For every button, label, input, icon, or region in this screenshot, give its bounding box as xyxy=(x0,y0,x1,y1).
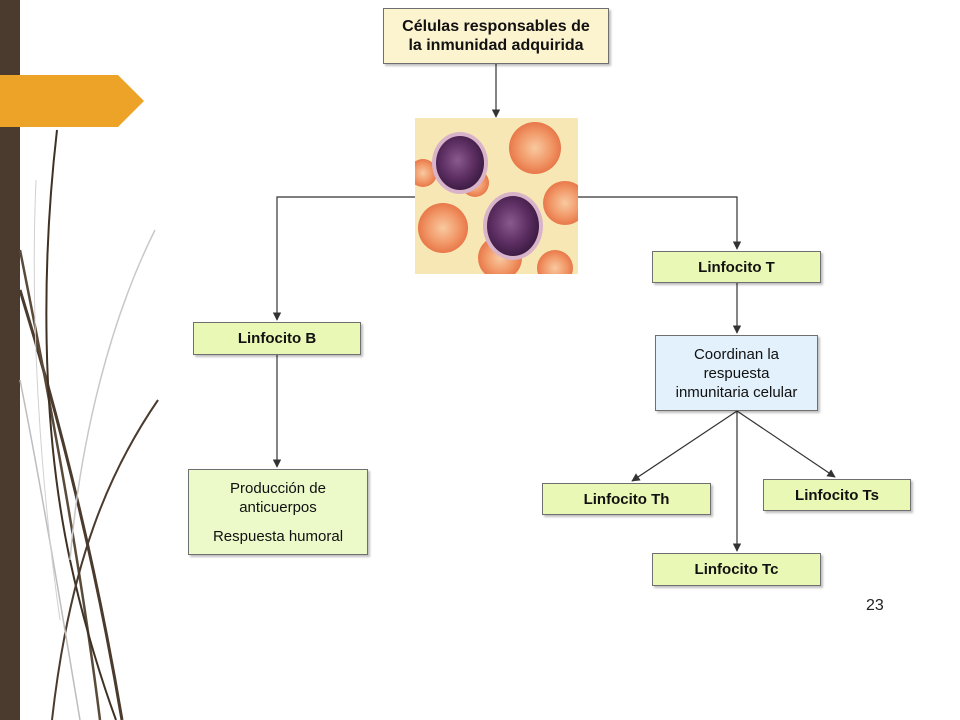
description-line-1: Coordinan la xyxy=(693,345,780,363)
root-title-line-2: la inmunidad adquirida xyxy=(408,37,584,54)
sidebar-bar xyxy=(0,0,20,720)
description-line-3: inmunitaria celular xyxy=(675,383,798,401)
linfocito-tc-box: Linfocito Tc xyxy=(652,553,821,586)
description-line-2: respuesta xyxy=(703,364,770,382)
coordinan-respuesta-box: Coordinan la respuesta inmunitaria celul… xyxy=(655,335,818,411)
linfocito-ts-box: Linfocito Ts xyxy=(763,479,911,511)
produccion-anticuerpos-box: Producción de anticuerpos Respuesta humo… xyxy=(188,469,368,555)
root-title-line-1: Células responsables de xyxy=(402,18,590,35)
root-box: Células responsables de la inmunidad adq… xyxy=(383,8,609,64)
linfocito-th-box: Linfocito Th xyxy=(542,483,711,515)
result-line-2: anticuerpos xyxy=(239,498,317,516)
lymphocyte-micrograph-image xyxy=(415,118,578,274)
linfocito-t-label: Linfocito T xyxy=(698,258,775,276)
linfocito-th-label: Linfocito Th xyxy=(583,490,670,508)
linfocito-ts-label: Linfocito Ts xyxy=(795,486,879,504)
linfocito-tc-label: Linfocito Tc xyxy=(694,561,779,578)
result-line-3: Respuesta humoral xyxy=(212,527,344,545)
linfocito-b-label: Linfocito B xyxy=(237,330,317,347)
decorative-swirl-lines xyxy=(18,129,159,720)
orange-arrow-tab xyxy=(0,75,144,127)
page-number: 23 xyxy=(866,597,884,614)
linfocito-b-box: Linfocito B xyxy=(193,322,361,355)
result-line-1: Producción de xyxy=(230,479,326,497)
linfocito-t-box: Linfocito T xyxy=(652,251,821,283)
